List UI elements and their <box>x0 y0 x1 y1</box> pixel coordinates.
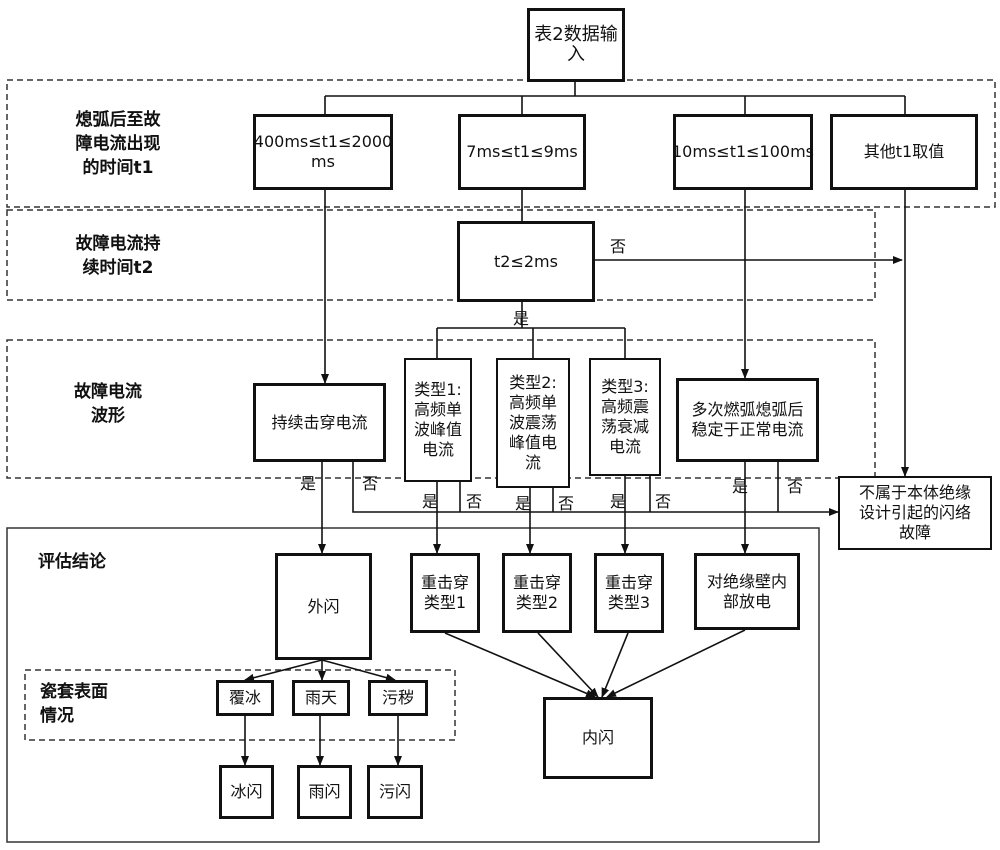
node-t2-le-2ms: t2≤2ms <box>457 221 595 302</box>
node-wall-discharge: 对绝缘壁内 部放电 <box>694 553 800 630</box>
label-persist-no: 否 <box>362 474 379 493</box>
node-dirt-flash: 污闪 <box>367 765 423 819</box>
label-persist-yes: 是 <box>300 474 317 493</box>
stage-label-waveform: 故障电流 波形 <box>74 382 142 426</box>
edge-persist-no <box>352 462 839 516</box>
node-t1-10-100: 10ms≤t1≤100ms <box>672 114 814 190</box>
stage-label-t1: 熄弧后至故 障电流出现 的时间t1 <box>75 110 161 178</box>
node-restrike-type1: 重击穿 类型1 <box>410 553 480 633</box>
node-type2: 类型2: 高频单 波震荡 峰值电 流 <box>496 358 570 488</box>
node-persistent-breakdown: 持续击穿电流 <box>253 383 386 462</box>
stage-region-surface <box>24 669 456 741</box>
node-t1-other: 其他t1取值 <box>830 114 978 190</box>
label-t2-no: 否 <box>610 237 627 256</box>
label-type3-no: 否 <box>655 492 672 511</box>
label-type1-yes: 是 <box>422 492 439 511</box>
node-not-body-insulation: 不属于本体绝缘 设计引起的闪络 故障 <box>838 476 992 550</box>
edge-re2-inner <box>537 632 599 698</box>
node-restrike-type2: 重击穿 类型2 <box>502 553 572 633</box>
stage-label-t2: 故障电流持 续时间t2 <box>75 234 161 278</box>
label-type1-no: 否 <box>466 492 483 511</box>
node-t1-7-9: 7ms≤t1≤9ms <box>458 114 586 190</box>
edge-outer-ice <box>244 659 323 682</box>
node-external-flash: 外闪 <box>275 553 372 660</box>
node-restrike-type3: 重击穿 类型3 <box>594 553 664 633</box>
node-data-input: 表2数据输入 <box>527 8 625 82</box>
edge-outer-dirt <box>321 659 396 682</box>
label-type2-no: 否 <box>558 494 575 513</box>
edge-wall-inner <box>606 629 746 698</box>
stage-label-conclusion: 评估结论 <box>38 552 106 572</box>
label-type2-yes: 是 <box>515 494 532 513</box>
node-ice-flash: 冰闪 <box>219 765 274 819</box>
edge-re3-inner <box>601 632 629 698</box>
stage-label-surface: 瓷套表面 情况 <box>40 682 108 726</box>
stage-region-t1 <box>6 79 996 208</box>
edge-re1-inner <box>444 632 596 698</box>
node-internal-flash: 内闪 <box>543 697 653 779</box>
node-surface-rain: 雨天 <box>292 680 350 716</box>
node-multi-arc: 多次燃弧熄弧后 稳定于正常电流 <box>676 378 819 462</box>
node-surface-dirt: 污秽 <box>368 680 428 716</box>
node-surface-ice: 覆冰 <box>216 680 274 716</box>
node-type3: 类型3: 高频震 荡衰减 电流 <box>589 358 661 476</box>
node-rain-flash: 雨闪 <box>297 765 352 819</box>
label-multi-no: 否 <box>787 477 804 496</box>
label-t2-yes: 是 <box>513 309 530 328</box>
node-t1-400-2000: 400ms≤t1≤2000 ms <box>253 114 393 190</box>
stage-region-conclusion <box>6 527 820 843</box>
label-type3-yes: 是 <box>610 492 627 511</box>
node-type1: 类型1: 高频单 波峰值 电流 <box>404 358 472 482</box>
label-multi-yes: 是 <box>732 477 749 496</box>
stage-region-t2 <box>6 209 876 301</box>
